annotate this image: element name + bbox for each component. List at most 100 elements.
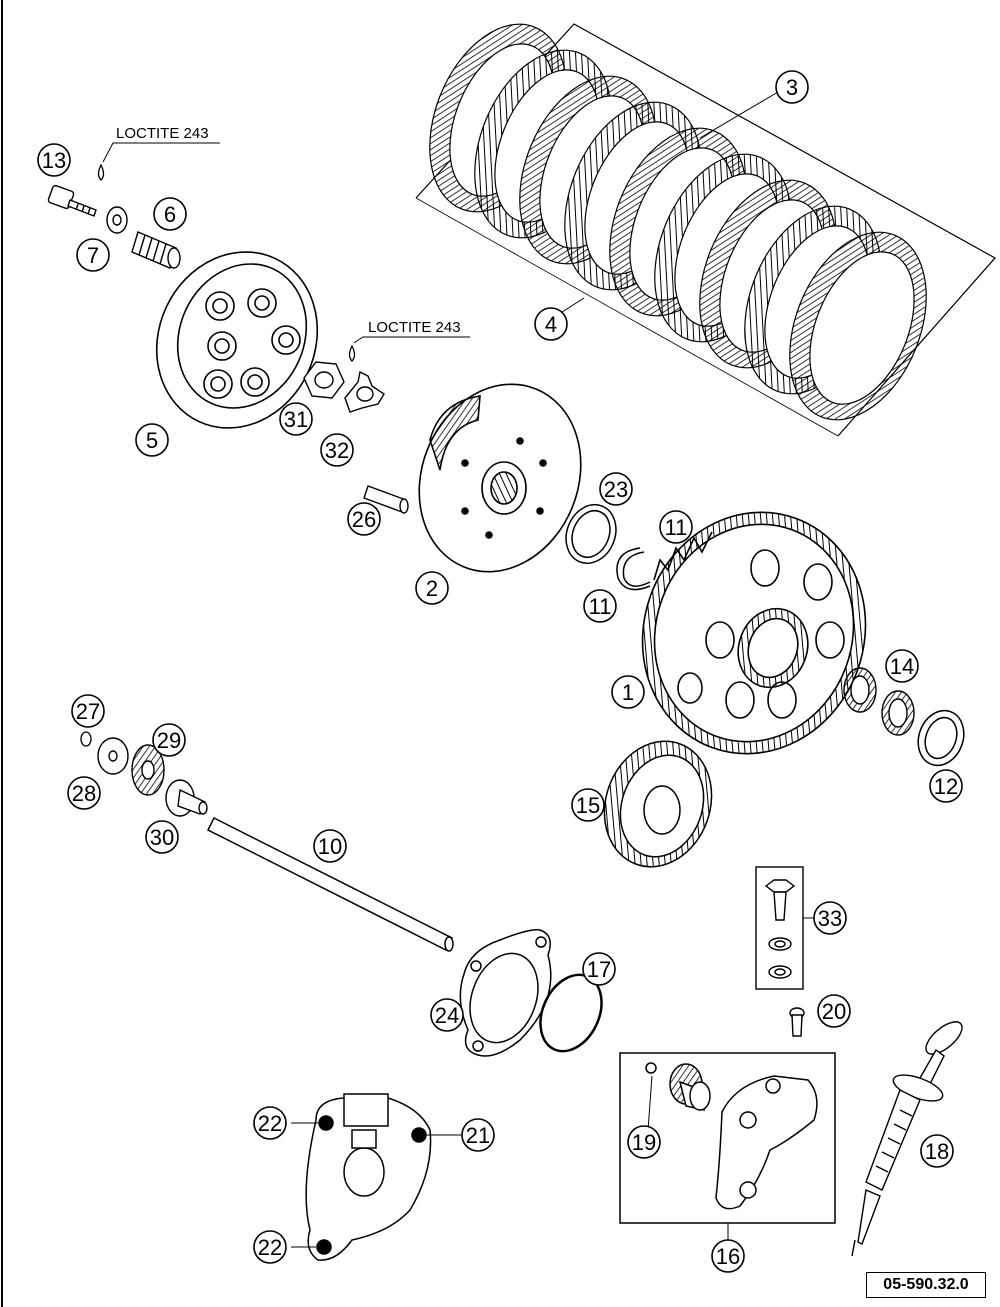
callout-c22a: 22 <box>253 1106 287 1140</box>
spring-6 <box>131 231 181 269</box>
callout-number: 5 <box>146 428 158 453</box>
gasket-24 <box>459 928 552 1057</box>
callout-c21: 21 <box>461 1118 495 1152</box>
callout-circle <box>347 502 381 536</box>
callout-circle <box>153 197 187 231</box>
callout-c29: 29 <box>152 723 186 757</box>
callout-c26: 26 <box>347 502 381 536</box>
callout-circle <box>711 1239 745 1273</box>
callout-number: 11 <box>665 515 688 540</box>
callout-circle <box>279 402 313 436</box>
callout-number: 7 <box>87 243 99 268</box>
needle-bearings-14 <box>843 667 915 736</box>
clutch-basket-primary-gear <box>641 511 867 755</box>
callout-circle <box>253 1106 287 1140</box>
callout-circle <box>775 70 809 104</box>
callout-c11a: 11 <box>659 510 693 544</box>
callout-circle <box>813 901 847 935</box>
callout-c3: 3 <box>775 70 809 104</box>
callout-number: 3 <box>786 75 798 100</box>
callout-circle <box>583 589 617 623</box>
callout-circle <box>313 829 347 863</box>
callout-circle <box>67 776 101 810</box>
callout-circle <box>145 820 179 854</box>
inner-clutch-hub <box>418 383 582 573</box>
callout-markers: 1234567101111121314151617181920212222232… <box>37 70 963 1273</box>
callout-circle <box>885 649 919 683</box>
pressure-plate <box>155 251 319 429</box>
clutch-plate-stack <box>415 23 996 437</box>
callout-c28: 28 <box>67 776 101 810</box>
lock-plate-32 <box>344 370 385 413</box>
callout-c30: 30 <box>145 820 179 854</box>
callout-c32: 32 <box>320 433 354 467</box>
callout-number: 24 <box>435 1003 459 1028</box>
callout-number: 11 <box>589 594 612 619</box>
callout-c27: 27 <box>71 694 105 728</box>
callout-number: 28 <box>72 781 96 806</box>
callout-c31: 31 <box>279 402 313 436</box>
callout-number: 21 <box>466 1123 490 1148</box>
callout-number: 17 <box>587 957 611 982</box>
clutch-cover <box>305 1093 432 1261</box>
thrust-bearing-29 <box>131 744 165 796</box>
callout-number: 10 <box>318 834 342 859</box>
callout-c12: 12 <box>929 769 963 803</box>
callout-c22b: 22 <box>253 1230 287 1264</box>
callout-circle <box>929 769 963 803</box>
pressure-piece-30 <box>165 779 208 817</box>
clutch-plate-inner <box>809 251 915 405</box>
clutch-plates <box>429 23 927 421</box>
callout-c20: 20 <box>817 994 851 1028</box>
washer-7 <box>106 206 128 234</box>
callout-number: 23 <box>604 477 628 502</box>
callout-c14: 14 <box>885 649 919 683</box>
callout-circle <box>920 1134 954 1168</box>
callout-c5: 5 <box>135 423 169 457</box>
callout-circle <box>71 694 105 728</box>
callout-c18: 18 <box>920 1134 954 1168</box>
left-border-line <box>1 0 3 1307</box>
callout-circle <box>659 510 693 544</box>
callout-c33: 33 <box>813 901 847 935</box>
callout-number: 26 <box>352 507 376 532</box>
bolt-13 <box>47 184 97 217</box>
callout-number: 27 <box>76 699 100 724</box>
bleed-screw-20 <box>789 1007 805 1037</box>
callout-c24: 24 <box>430 998 464 1032</box>
callout-number: 32 <box>325 438 349 463</box>
washer-12 <box>917 709 965 767</box>
callout-number: 12 <box>934 774 958 799</box>
callout-c13: 13 <box>37 143 71 177</box>
gear-15 <box>603 740 713 868</box>
callout-circle <box>253 1230 287 1264</box>
callout-number: 18 <box>925 1139 949 1164</box>
pin-26 <box>363 485 409 514</box>
thrust-washer-23 <box>565 504 617 564</box>
callout-circle <box>599 472 633 506</box>
callout-circle <box>611 675 645 709</box>
callout-circle <box>571 788 605 822</box>
callout-number: 4 <box>545 312 557 337</box>
callout-c16: 16 <box>711 1239 745 1273</box>
pressure-plate-bosses <box>203 288 301 399</box>
loctite-drop-icon <box>348 344 356 362</box>
nut-31 <box>303 361 345 399</box>
callout-circle <box>415 571 449 605</box>
callout-c23: 23 <box>599 472 633 506</box>
callout-c10: 10 <box>313 829 347 863</box>
callout-number: 30 <box>150 825 174 850</box>
callout-circle <box>135 423 169 457</box>
loctite-leader-line <box>353 336 470 344</box>
callout-circle <box>627 1125 661 1159</box>
callout-number: 2 <box>426 576 438 601</box>
callout-c19: 19 <box>627 1125 661 1159</box>
circlip-11 <box>616 547 651 591</box>
callout-c2: 2 <box>415 571 449 605</box>
callout-c7: 7 <box>76 238 110 272</box>
callout-number: 31 <box>284 407 308 432</box>
loctite-drop-icon <box>97 163 105 181</box>
callout-number: 33 <box>818 906 842 931</box>
callout-circle <box>534 307 568 341</box>
callout-number: 29 <box>157 728 181 753</box>
